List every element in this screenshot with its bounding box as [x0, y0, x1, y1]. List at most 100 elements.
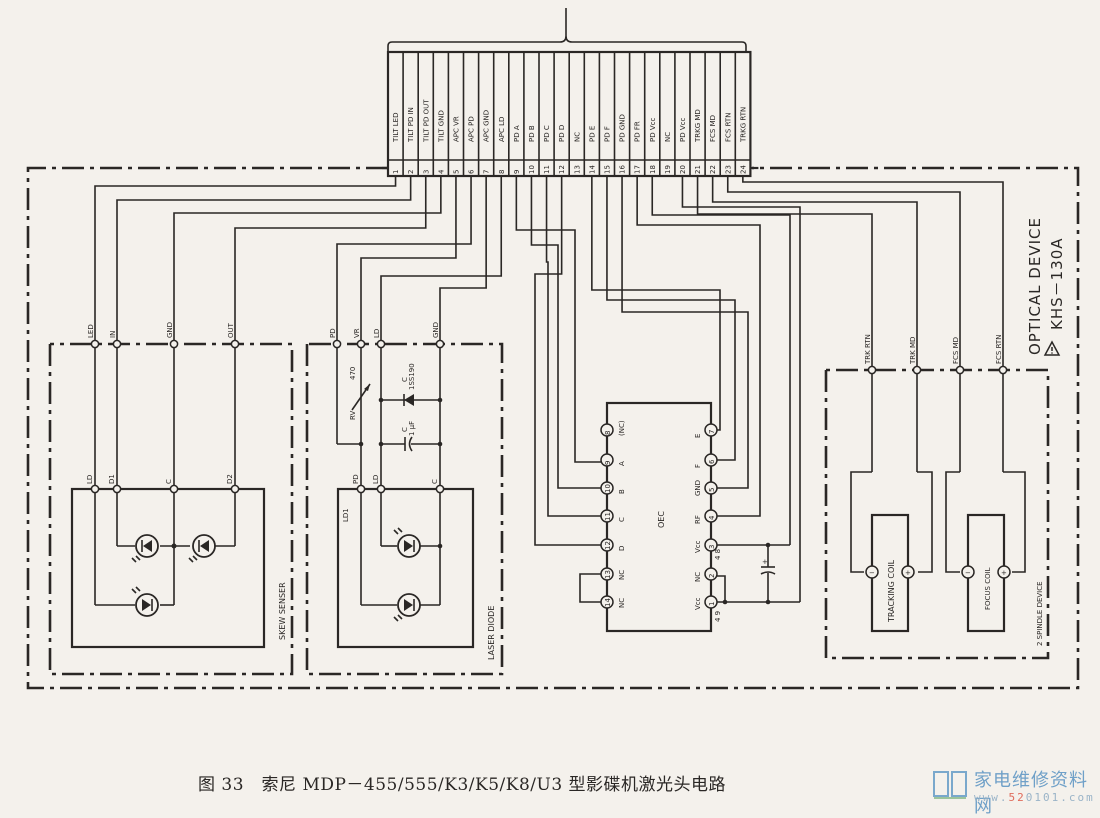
connector-pin-name: PD F	[603, 126, 611, 142]
oec-pin-name: Vcc	[694, 597, 702, 610]
skew-input-label: IN	[109, 331, 117, 338]
laser-inner-label: LD	[372, 475, 380, 484]
oec-note-49: 4 9	[714, 611, 722, 622]
oec-pin-number: 1	[708, 602, 716, 606]
laser-part-ref: LD1	[342, 508, 350, 522]
oec-pin-name: NC	[618, 598, 626, 608]
laser-inner-label: C	[431, 479, 439, 484]
connector-pin-name: TILT LED	[392, 113, 400, 144]
oec-left-pin	[600, 453, 614, 467]
connector-wires	[94, 176, 1004, 602]
connector-pin-name: PD GND	[619, 114, 627, 142]
connector-pin-number: 1	[392, 170, 400, 174]
skew-input-terminal	[230, 339, 240, 349]
connector-pin-name: APC LD	[498, 117, 506, 142]
connector-pin-name: NC	[664, 132, 672, 142]
connector-pin-name: APC PD	[468, 116, 476, 142]
connector-pin-number: 18	[649, 165, 657, 174]
oec-left-pin	[600, 481, 614, 495]
wire	[545, 176, 607, 517]
plus-sign: +	[1001, 569, 1007, 577]
oec-right-pin	[704, 453, 718, 467]
wire	[234, 176, 427, 344]
oec-pin-number: 5	[708, 488, 716, 492]
laser-input-label: VR	[353, 328, 361, 338]
connector-pin-name: PD FR	[634, 121, 642, 142]
laser-inner-terminal	[356, 484, 366, 494]
connector-pin-number: 12	[558, 165, 566, 174]
watermark-url: www.520101.com	[974, 791, 1095, 804]
connector-pin-name: PD D	[558, 125, 566, 142]
oec-pin-name: F	[694, 464, 702, 468]
laser-input-terminal	[332, 339, 342, 349]
skew-sensor-title: SKEW SENSER	[278, 582, 287, 640]
oec-pin-name: D	[618, 546, 626, 551]
connector-pin-number: 7	[483, 170, 491, 174]
connector-pin-number: 23	[724, 165, 732, 174]
laser-input-terminal	[356, 339, 366, 349]
connector-pin-number: 16	[619, 165, 627, 174]
spindle-input-label: FCS MD	[952, 337, 960, 364]
connector-pin-name: PD Vcc	[679, 118, 687, 142]
oec-left-pin	[600, 567, 614, 581]
wire	[742, 176, 1004, 370]
oec-right-pin	[704, 423, 718, 437]
skew-input-terminal	[169, 339, 179, 349]
skew-input-terminal	[112, 339, 122, 349]
spindle-input-terminal	[955, 365, 965, 375]
skew-input-terminal	[90, 339, 100, 349]
spindle-input-terminal	[867, 365, 877, 375]
warning-triangle-icon	[1043, 340, 1061, 356]
cap-value: 1 μF	[408, 421, 416, 436]
connector-pin-number: 19	[664, 165, 672, 174]
oec-left-pin	[600, 595, 614, 609]
laser-input-terminal	[376, 339, 386, 349]
minus-sign: −	[965, 569, 971, 577]
skew-inner-terminal	[169, 484, 179, 494]
connector-pin-number: 24	[739, 165, 747, 174]
oec-pin-number: 11	[604, 512, 612, 521]
oec-note-48: 4 8	[714, 549, 722, 560]
diode-icon	[188, 534, 216, 563]
wire	[696, 176, 873, 370]
oec-pin-name: NC	[618, 570, 626, 580]
connector-pin-number: 6	[468, 169, 476, 174]
connector-pin-name: APC VR	[452, 116, 460, 142]
focus-coil-label: FOCUS COIL	[984, 567, 992, 610]
spindle-input-terminal	[912, 365, 922, 375]
svg-text:KHS－130A: KHS－130A	[1048, 237, 1066, 330]
connector-pin-number: 21	[694, 165, 702, 174]
skew-inner-terminal	[90, 484, 100, 494]
wire	[534, 176, 607, 546]
oec-right-pin	[704, 567, 718, 581]
oec-pin-number: 14	[604, 598, 612, 607]
spindle-input-terminal	[998, 365, 1008, 375]
connector-pin-number: 9	[513, 170, 521, 174]
oec-pin-number: 9	[604, 461, 612, 465]
focus-coil-minus-terminal	[961, 565, 975, 579]
connector-pin-number: 10	[528, 165, 536, 174]
wire	[651, 176, 791, 545]
skew-inner-label: C	[165, 479, 173, 484]
laser-input-label: LD	[373, 329, 381, 338]
skew-inner-terminal	[230, 484, 240, 494]
connector-pin-name: APC GND	[483, 110, 491, 142]
wire	[116, 176, 412, 344]
rv-value: 470	[349, 367, 357, 380]
connector-pin-name: PD E	[588, 126, 596, 142]
diode-label: C	[401, 377, 409, 382]
wire	[606, 176, 736, 461]
oec-pin-name: NC	[694, 572, 702, 582]
oec-right-pin	[704, 481, 718, 495]
connector-pin-number: 13	[573, 165, 581, 174]
wire	[681, 176, 801, 602]
svg-text:+: +	[762, 558, 768, 566]
oec-left-pin	[600, 538, 614, 552]
oec-pin-name: (NC)	[618, 420, 626, 436]
oec-pin-name: E	[694, 434, 702, 438]
connector-pin-name: TRKG RTN	[739, 107, 747, 143]
laser-inner-label: PD	[352, 474, 360, 484]
wire	[515, 176, 607, 463]
connector-pin-name: NC	[573, 132, 581, 142]
